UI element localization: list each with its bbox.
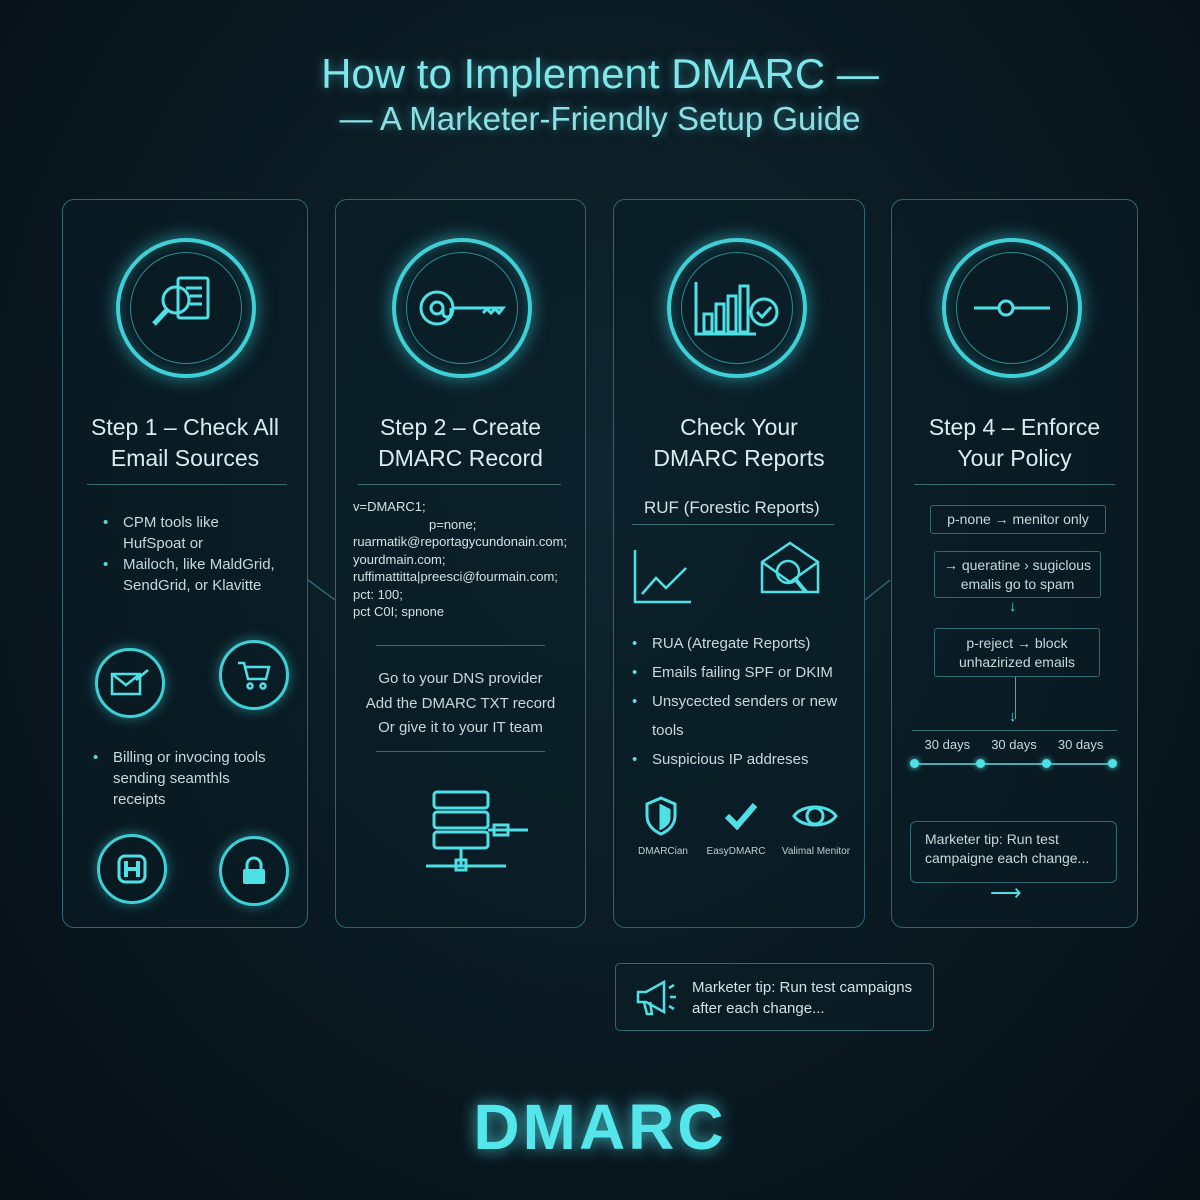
marketer-tip-text: Marketer tip: Run test campaigns after e… xyxy=(692,979,913,1017)
ruf-subheading: RUF (Forestic Reports) xyxy=(644,498,820,517)
divider xyxy=(632,524,834,525)
tool-easydmarc: EasyDMARC xyxy=(706,846,766,857)
dmarc-record: v=DMARC1; p=none; ruarmatik@reportagycun… xyxy=(353,499,568,619)
h-logo-icon xyxy=(97,834,167,904)
policy-reject: p-reject → block unhazirized emails xyxy=(934,628,1100,677)
list-item: Mailoch, like MaldGrid, SendGrid, or Kla… xyxy=(103,554,283,596)
dns-instructions: Go to your DNS provider Add the DMARC TX… xyxy=(365,670,556,736)
list-item: Billing or invocing tools sending seamth… xyxy=(93,747,283,810)
timeline xyxy=(910,759,1117,768)
email-search-icon xyxy=(758,540,824,609)
checkmark-icon xyxy=(724,802,758,835)
email-send-icon xyxy=(95,648,165,718)
timeline-label: 30 days xyxy=(1057,737,1104,752)
divider xyxy=(912,730,1117,731)
title-line-1: How to Implement DMARC — xyxy=(321,50,879,97)
title-line-2: — A Marketer-Friendly Setup Guide xyxy=(339,100,861,137)
timeline-dot xyxy=(910,759,919,768)
list-item: Emails failing SPF or DKIM xyxy=(632,658,864,687)
tool-dmarcian: DMARCian xyxy=(637,846,688,857)
divider xyxy=(358,484,561,485)
source-list: CPM tools like HufSpoat or Mailoch, like… xyxy=(103,512,283,596)
divider xyxy=(87,484,287,485)
megaphone-icon xyxy=(634,978,678,1023)
list-item: CPM tools like HufSpoat or xyxy=(103,512,283,554)
timeline-label: 30 days xyxy=(924,737,971,752)
arrow-down-icon: ↓ xyxy=(1009,708,1017,725)
timeline-labels: 30 days 30 days 30 days xyxy=(914,737,1114,752)
policy-quarantine: → queratine › sugiclous emalis go to spa… xyxy=(934,551,1101,598)
step-4-tip: Marketer tip: Run test campaigne each ch… xyxy=(910,821,1117,883)
divider xyxy=(914,484,1115,485)
eye-icon xyxy=(792,800,838,837)
list-item: Suspicious IP addreses xyxy=(632,745,864,774)
arrow-right-icon: ⟶ xyxy=(990,880,1022,905)
list-item: Unsycected senders or new tools xyxy=(632,687,864,745)
shield-icon xyxy=(642,796,680,841)
lock-icon xyxy=(219,836,289,906)
timeline-label: 30 days xyxy=(991,737,1037,752)
search-document-icon xyxy=(116,238,256,378)
at-key-icon xyxy=(392,238,532,378)
billing-list: Billing or invocing tools sending seamth… xyxy=(93,747,283,810)
policy-none: p-none → menitor only xyxy=(930,505,1106,534)
tool-valimal-monitor: Valimal Menitor xyxy=(781,846,851,857)
timeline-dot xyxy=(976,759,985,768)
report-list: RUA (Atregate Reports) Emails failing SP… xyxy=(632,629,864,774)
divider xyxy=(376,645,545,646)
slider-icon xyxy=(942,238,1082,378)
dmarc-logo: DMARC xyxy=(473,1091,727,1163)
card-connectors xyxy=(307,579,891,601)
bar-chart-check-icon xyxy=(667,238,807,378)
shopping-cart-icon xyxy=(219,640,289,710)
timeline-dot xyxy=(1042,759,1051,768)
arrow-down-icon: ↓ xyxy=(1009,598,1017,615)
timeline-dot xyxy=(1108,759,1117,768)
marketer-tip-box: Marketer tip: Run test campaigns after e… xyxy=(615,963,934,1031)
list-item: RUA (Atregate Reports) xyxy=(632,629,864,658)
divider xyxy=(376,751,545,752)
server-network-icon xyxy=(424,790,544,880)
trend-chart-icon xyxy=(632,548,692,609)
connector xyxy=(1015,677,1016,719)
